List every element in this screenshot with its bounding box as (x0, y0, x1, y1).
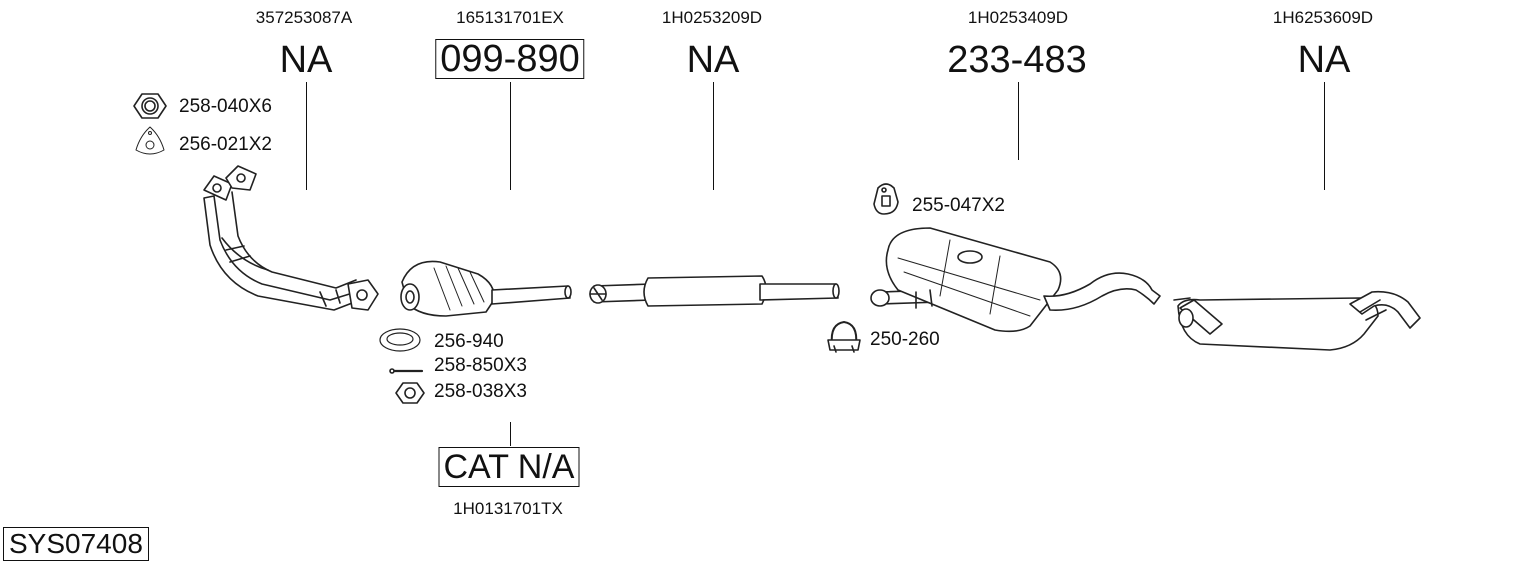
gasket-256-021-icon (135, 126, 165, 155)
catalytic-converter (400, 260, 572, 317)
leader-line-center-silencer (1018, 82, 1019, 160)
nut-258-038-icon (395, 382, 425, 404)
part-ref-catalytic-converter: 099-890 (435, 39, 585, 79)
oem-number-rear-silencer: 1H6253609D (1272, 8, 1374, 27)
leader-line-rear-silencer (1324, 82, 1325, 190)
center-silencer (870, 227, 1161, 333)
oem-number-center-silencer: 1H0253409D (967, 8, 1069, 27)
nut-258-040-icon (133, 93, 167, 119)
hanger-255-047-icon (873, 183, 899, 215)
front-pipe (203, 165, 379, 311)
leader-line-catalytic-converter (510, 82, 511, 190)
leader-line-cat (510, 422, 511, 446)
bolt-258-850-icon (389, 368, 424, 374)
system-code: SYS07408 (3, 527, 149, 561)
leader-line-middle-pipe (713, 82, 714, 190)
label-256-940: 256-940 (434, 331, 504, 352)
label-258-038: 258-038X3 (434, 381, 527, 402)
part-ref-front-pipe: NA (279, 39, 333, 81)
clamp-250-260-icon (827, 321, 861, 353)
label-256-021: 256-021X2 (179, 134, 272, 155)
label-250-260: 250-260 (870, 329, 940, 350)
ring-256-940-icon (379, 328, 421, 352)
oem-number-front-pipe: 357253087A (255, 8, 353, 27)
part-ref-center-silencer: 233-483 (947, 39, 1087, 81)
label-258-850: 258-850X3 (434, 355, 527, 376)
label-258-040: 258-040X6 (179, 96, 272, 117)
part-ref-rear-silencer: NA (1297, 39, 1351, 81)
middle-pipe (589, 275, 840, 307)
label-255-047: 255-047X2 (912, 195, 1005, 216)
cat-oem-number: 1H0131701TX (453, 499, 563, 518)
leader-line-front-pipe (306, 82, 307, 190)
cat-ref: CAT N/A (438, 447, 580, 487)
part-ref-middle-pipe: NA (686, 39, 740, 81)
oem-number-middle-pipe: 1H0253209D (661, 8, 763, 27)
rear-silencer (1173, 290, 1421, 351)
oem-number-catalytic-converter: 165131701EX (456, 8, 564, 27)
